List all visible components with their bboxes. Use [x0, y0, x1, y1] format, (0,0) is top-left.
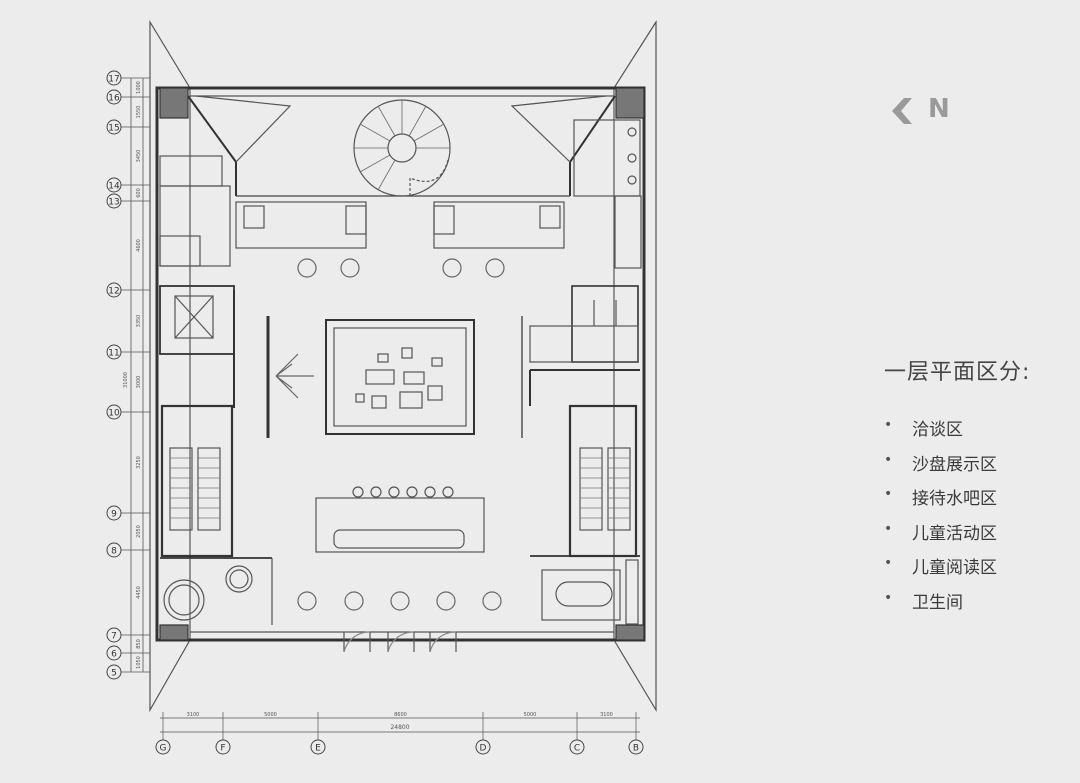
row-grid-bubble: 12 — [106, 282, 150, 298]
col-grid-bubble: D — [475, 712, 491, 755]
row-grid-bubble: 5 — [106, 664, 150, 680]
row-dimension: 2050 — [136, 525, 142, 538]
legend-item: •接待水吧区 — [884, 486, 997, 510]
row-grid-bubble: 8 — [106, 542, 150, 558]
legend-item: •洽谈区 — [884, 417, 963, 440]
kids-reading-area — [530, 555, 640, 625]
row-grid-bubble: 16 — [106, 89, 150, 105]
north-arrow-icon — [892, 98, 912, 124]
col-grid-bubble: G — [155, 712, 171, 755]
lounge-seating-right — [433, 201, 565, 249]
row-grid-label: 16 — [108, 94, 120, 104]
round-tables — [297, 258, 505, 611]
spiral-staircase — [353, 99, 451, 197]
row-dimension: 1000 — [136, 81, 142, 94]
bullet-icon: • — [884, 589, 893, 606]
row-dimension: 1550 — [136, 106, 142, 119]
row-grid-bubble: 15 — [106, 119, 150, 135]
row-grid-bubble: 14 — [106, 177, 150, 193]
bullet-icon: • — [884, 486, 893, 503]
col-grid-label: C — [574, 744, 580, 754]
row-grid-label: 12 — [108, 287, 119, 297]
row-dimension: 3250 — [136, 456, 142, 469]
row-dimension: 4600 — [136, 239, 142, 252]
row-grid-label: 6 — [111, 650, 117, 660]
col-grid-bubble: B — [628, 712, 644, 755]
legend-item: •儿童阅读区 — [884, 555, 997, 579]
row-dimension: 850 — [136, 639, 142, 649]
col-dimension: 5000 — [264, 712, 277, 718]
row-grid-label: 11 — [108, 349, 119, 359]
col-total-dimension: 24800 — [390, 724, 409, 731]
kids-activity-area — [160, 557, 273, 625]
col-grid-label: G — [160, 744, 167, 754]
north-label: N — [928, 94, 950, 124]
col-grid-label: D — [480, 744, 487, 754]
col-grid-label: E — [315, 744, 321, 754]
row-grid-label: 15 — [108, 124, 119, 134]
row-grid-bubble: 11 — [106, 344, 150, 360]
row-dimension: 1050 — [136, 656, 142, 669]
reception-bar — [315, 486, 485, 553]
sand-table-model — [325, 319, 475, 435]
outer-wall — [155, 86, 646, 642]
col-dimension-labels: 3100 5000 8600 5000 3100 — [187, 712, 613, 718]
lounge-seating-left — [235, 201, 367, 249]
row-grid-bubble: 13 — [106, 193, 150, 209]
row-grid-label: 9 — [111, 510, 117, 520]
row-grid-label: 13 — [108, 198, 119, 208]
bullet-icon: • — [884, 555, 893, 572]
col-dimension: 3100 — [600, 712, 613, 718]
legend-item: •卫生间 — [884, 589, 963, 613]
row-grid-label: 5 — [111, 669, 117, 679]
col-grid-bubble: F — [215, 712, 231, 755]
toilet-block-top-right — [573, 119, 642, 269]
row-grid-label: 8 — [111, 547, 117, 557]
row-grid-label: 7 — [111, 632, 117, 642]
col-dimension: 5000 — [524, 712, 537, 718]
legend-title: 一层平面区分: — [884, 360, 1031, 385]
row-grid-label: 14 — [108, 182, 120, 192]
col-dimension: 3100 — [187, 712, 200, 718]
bullet-icon: • — [884, 520, 893, 537]
bullet-icon: • — [884, 451, 893, 468]
row-grid-bubble: 6 — [106, 645, 150, 661]
row-dimension: 3000 — [136, 376, 142, 389]
col-grid-label: F — [220, 744, 225, 754]
row-dimension: 4450 — [136, 586, 142, 599]
row-grid-label: 17 — [108, 75, 119, 85]
row-total-dimension: 31000 — [123, 372, 129, 388]
row-grid-bubbles: 17 16 15 14 13 12 11 10 9 8 7 6 5 — [106, 70, 150, 680]
col-grid-label: B — [633, 744, 639, 754]
toilet-block-mid-right — [529, 285, 640, 371]
left-stair — [160, 404, 234, 558]
elevator — [174, 295, 214, 339]
col-grid — [160, 717, 640, 733]
row-grid-label: 10 — [108, 409, 120, 419]
row-dimension: 600 — [136, 188, 142, 198]
zone-legend: •洽谈区 •沙盘展示区 •接待水吧区 •儿童活动区 •儿童阅读区 •卫生间 — [884, 415, 997, 623]
row-grid-bubble: 9 — [106, 505, 150, 521]
entrance-doors — [343, 631, 457, 653]
row-grid-bubble: 17 — [106, 70, 150, 86]
row-dimension: 3450 — [136, 150, 142, 163]
bullet-icon: • — [884, 417, 893, 433]
col-dimension: 8600 — [394, 712, 407, 718]
row-dimension: 3350 — [136, 315, 142, 328]
right-stair — [568, 404, 638, 558]
row-grid-bubble: 7 — [106, 627, 150, 643]
legend-item: •儿童活动区 — [884, 520, 997, 544]
row-grid — [130, 78, 144, 672]
col-grid-bubble: C — [569, 712, 585, 755]
legend-item: •沙盘展示区 — [884, 451, 997, 475]
col-grid-bubble: E — [310, 712, 326, 755]
row-dimension-labels: 1000 1550 3450 600 4600 3350 3000 3250 2050 4450 8… — [136, 81, 142, 669]
row-grid-bubble: 10 — [106, 404, 150, 420]
